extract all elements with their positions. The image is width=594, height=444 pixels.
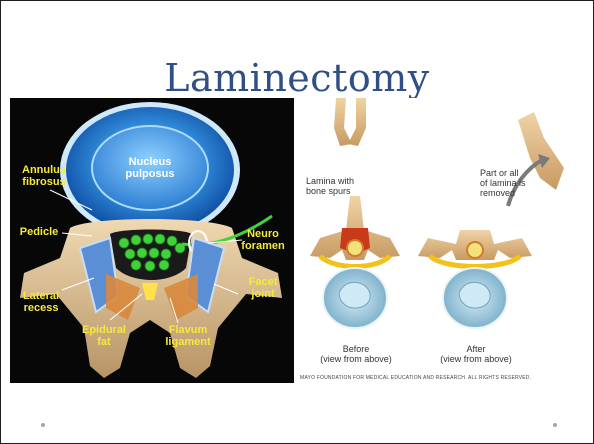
label-facet-text: Facet joint [249, 276, 278, 300]
label-lamina-text: Lamina with bone spurs [306, 176, 354, 196]
label-nucleus-pulposus: Nucleus pulposus [112, 156, 188, 180]
copyright-notice: MAYO FOUNDATION FOR MEDICAL EDUCATION AN… [294, 375, 586, 381]
label-facet-joint: Facet joint [238, 276, 288, 300]
label-lamina-bone-spurs: Lamina with bone spurs [306, 176, 354, 196]
before-after-illustration [294, 98, 586, 383]
vertebra-axial-diagram: Nucleus pulposus Annulus fibrosus Pedicl… [10, 98, 294, 383]
label-lateral-recess: Lateral recess [16, 290, 66, 314]
label-epidural-fat: Epidural fat [76, 324, 132, 348]
label-before: Before (view from above) [316, 344, 396, 364]
label-neuro-text: Neuro foramen [241, 228, 284, 252]
laminectomy-before-after-diagram: Lamina with bone spurs Part or all of la… [294, 98, 586, 383]
label-lateral-text: Lateral recess [23, 290, 59, 314]
label-epidural-text: Epidural fat [82, 324, 126, 348]
bullet-left [41, 423, 45, 427]
label-after: After (view from above) [436, 344, 516, 364]
label-after-text: After (view from above) [440, 344, 512, 364]
label-annulus-fibrosus: Annulus fibrosus [14, 164, 74, 188]
label-before-text: Before (view from above) [320, 344, 392, 364]
label-pedicle: Pedicle [14, 226, 64, 238]
label-neuro-foramen: Neuro foramen [234, 228, 292, 252]
label-removed-text: Part or all of lamina is removed [480, 168, 526, 198]
bullet-right [553, 423, 557, 427]
label-nucleus-text: Nucleus pulposus [126, 156, 175, 180]
label-flavum-text: Flavum ligament [165, 324, 210, 348]
label-lamina-removed: Part or all of lamina is removed [480, 168, 526, 198]
slide-title: Laminectomy [1, 56, 593, 100]
label-pedicle-text: Pedicle [20, 226, 59, 238]
label-flavum-ligament: Flavum ligament [158, 324, 218, 348]
label-annulus-text: Annulus fibrosus [22, 164, 66, 188]
